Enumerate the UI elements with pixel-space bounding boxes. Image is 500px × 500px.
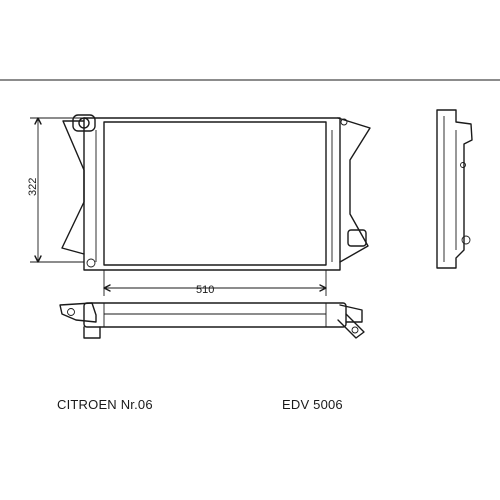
radiator-core — [103, 121, 327, 266]
height-dim-label: 322 — [27, 178, 39, 196]
bottom-view-tank — [83, 302, 347, 328]
width-dim-label: 510 — [196, 284, 214, 296]
model-caption: CITROEN Nr.06 — [57, 397, 153, 412]
side-view-outline — [436, 109, 473, 269]
drain-plug-icon — [86, 258, 96, 268]
side-view-top-port-icon — [460, 162, 466, 168]
bottom-view-left-bracket — [59, 302, 97, 323]
right-mount-bracket — [337, 117, 371, 263]
part-number-caption: EDV 5006 — [282, 397, 343, 412]
mount-bolt-icon — [340, 118, 348, 126]
filler-cap-icon — [78, 117, 90, 129]
bottom-view-left-hole-icon — [67, 308, 75, 316]
bottom-view-outlet-icon — [351, 326, 359, 334]
radiator-side-view — [436, 109, 473, 269]
radiator-bottom-view — [59, 302, 365, 339]
radiator-front-view: 322 510 — [27, 114, 371, 296]
side-view-port-icon — [461, 235, 471, 245]
width-dim-arrow-right — [319, 284, 327, 292]
bottom-view-outlet-pipe — [337, 313, 365, 339]
filler-neck — [72, 114, 96, 132]
width-dim-arrow-left — [103, 284, 111, 292]
height-dim-arrow-top — [34, 117, 42, 125]
left-mount-bracket — [61, 120, 85, 255]
outlet-pipe — [347, 229, 367, 247]
height-dim-arrow-bottom — [34, 255, 42, 263]
radiator-outer-frame — [83, 117, 341, 271]
bottom-view-left-pipe — [83, 326, 101, 339]
